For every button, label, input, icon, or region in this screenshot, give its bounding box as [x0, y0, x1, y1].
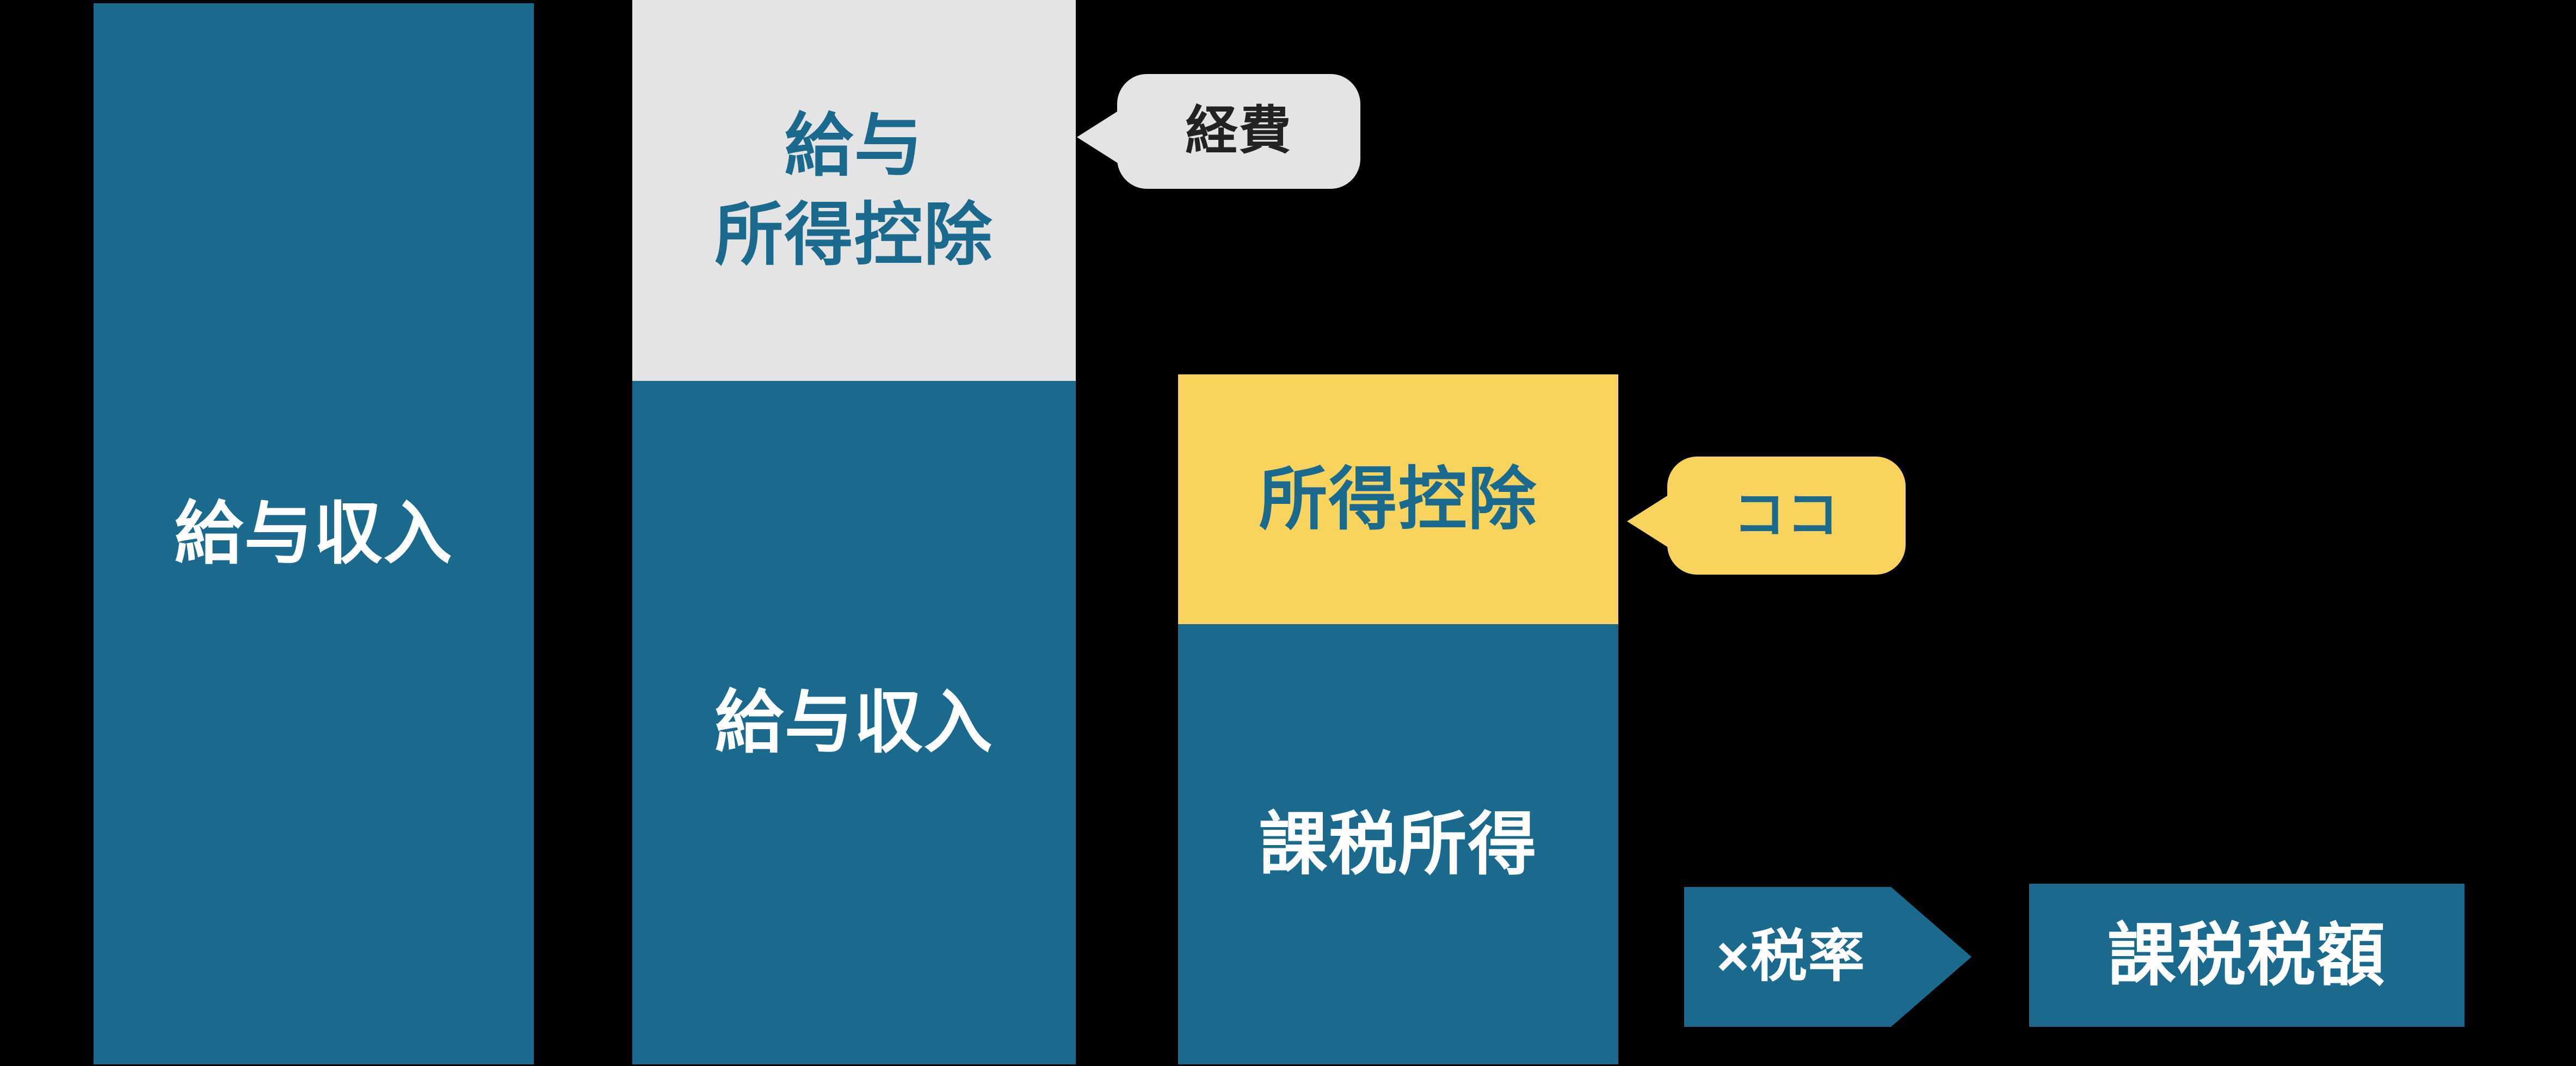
segment-salary-income-label: 給与収入	[714, 684, 994, 761]
segment-salary-income-deduction: 給与 所得控除	[632, 0, 1076, 381]
callout-here: ココ	[1627, 457, 1906, 575]
result-tax-amount-box: 課税税額	[2029, 884, 2464, 1027]
segment-salary-income-deduction-label: 給与 所得控除	[714, 107, 994, 273]
segment-taxable-income: 課税所得	[1178, 624, 1618, 1064]
callout-expenses-tail-icon	[1077, 109, 1121, 166]
bar-gross-salary-label: 給与収入	[174, 495, 453, 572]
callout-here-label: ココ	[1733, 486, 1840, 545]
result-tax-amount-label: 課税税額	[2107, 916, 2386, 994]
callout-expenses: 経費	[1077, 74, 1360, 189]
callout-expenses-label: 経費	[1185, 102, 1292, 161]
bar-gross-salary: 給与収入	[94, 3, 534, 1064]
callout-here-tail-icon	[1627, 493, 1672, 550]
segment-income-deduction-label: 所得控除	[1259, 460, 1538, 538]
tax-rate-arrow-label: ×税率	[1716, 925, 1866, 988]
segment-income-deduction: 所得控除	[1178, 374, 1618, 624]
tax-rate-arrow: ×税率	[1684, 887, 1971, 1027]
segment-salary-income: 給与収入	[632, 381, 1076, 1064]
segment-taxable-income-label: 課税所得	[1259, 805, 1538, 883]
